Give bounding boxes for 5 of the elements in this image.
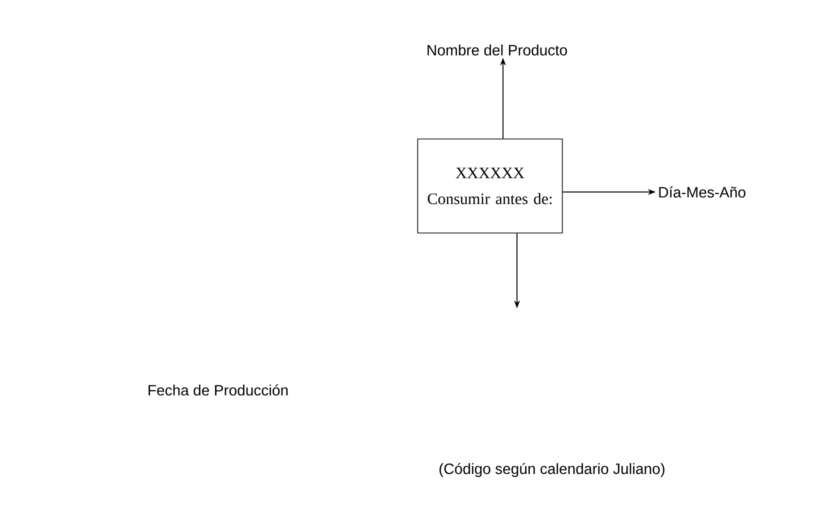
text-box: XXXXXX Consumir antes de: bbox=[417, 138, 563, 234]
caption-text: Día-Mes-Año bbox=[659, 186, 746, 198]
note-text: Fecha de Producción bbox=[148, 384, 288, 396]
note-text: (Código según calendario Juliano) bbox=[440, 462, 664, 478]
caption-text: Nombre del Producto bbox=[428, 44, 567, 56]
